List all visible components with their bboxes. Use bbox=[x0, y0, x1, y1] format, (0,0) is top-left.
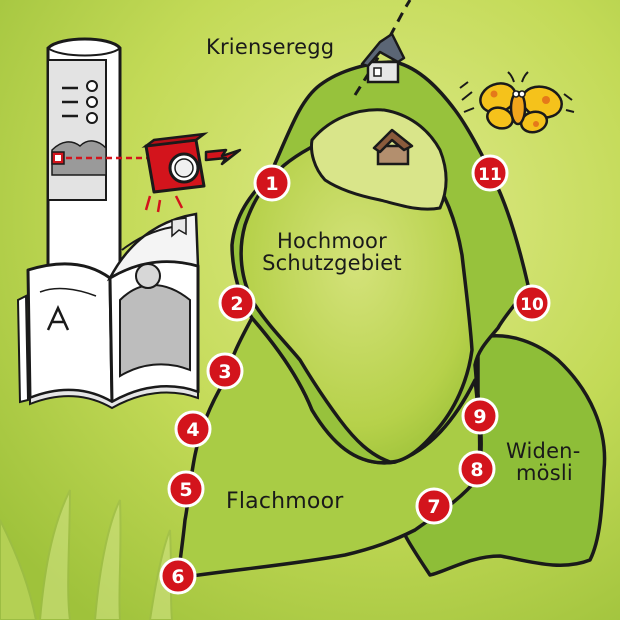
station-marker-3[interactable]: 3 bbox=[206, 352, 244, 390]
booklet-icon bbox=[16, 212, 200, 410]
station-number: 11 bbox=[478, 165, 502, 185]
station-marker-11[interactable]: 11 bbox=[471, 154, 509, 192]
station-number: 3 bbox=[218, 361, 231, 383]
station-number: 9 bbox=[473, 406, 486, 428]
station-number: 8 bbox=[470, 459, 483, 481]
butterfly-icon bbox=[459, 71, 575, 134]
hochmoor-label-line2: Schutzgebiet bbox=[262, 251, 402, 276]
station-marker-1[interactable]: 1 bbox=[253, 164, 291, 202]
station-marker-5[interactable]: 5 bbox=[167, 470, 205, 508]
station-number: 4 bbox=[186, 419, 199, 441]
station-marker-8[interactable]: 8 bbox=[458, 450, 496, 488]
widenmoesli-label-line2: mösli bbox=[516, 461, 573, 486]
station-number: 7 bbox=[427, 496, 440, 518]
station-marker-4[interactable]: 4 bbox=[174, 410, 212, 448]
station-marker-9[interactable]: 9 bbox=[461, 397, 499, 435]
station-number: 6 bbox=[171, 566, 184, 588]
hochmoor-label: Hochmoor Schutzgebiet bbox=[262, 230, 402, 274]
station-number: 10 bbox=[520, 295, 544, 315]
hut-icon bbox=[372, 128, 414, 166]
station-number: 5 bbox=[179, 479, 192, 501]
road-dashed-line bbox=[353, 0, 412, 96]
arrow-icon bbox=[204, 148, 242, 166]
station-number: 1 bbox=[265, 173, 278, 195]
station-marker-2[interactable]: 2 bbox=[218, 284, 256, 322]
station-marker-7[interactable]: 7 bbox=[415, 487, 453, 525]
station-marker-6[interactable]: 6 bbox=[159, 557, 197, 595]
station-marker-10[interactable]: 10 bbox=[513, 284, 551, 322]
building-icon bbox=[360, 32, 406, 84]
hochmoor-label-line1: Hochmoor bbox=[277, 229, 387, 253]
widenmoesli-label-line1: Widen- bbox=[506, 439, 581, 463]
stamp-box-icon bbox=[141, 132, 209, 213]
flachmoor-label: Flachmoor bbox=[226, 489, 344, 514]
krienseregg-label: Krienseregg bbox=[206, 35, 335, 59]
station-number: 2 bbox=[230, 293, 243, 315]
widenmoesli-label: Widen- mösli bbox=[506, 440, 580, 484]
